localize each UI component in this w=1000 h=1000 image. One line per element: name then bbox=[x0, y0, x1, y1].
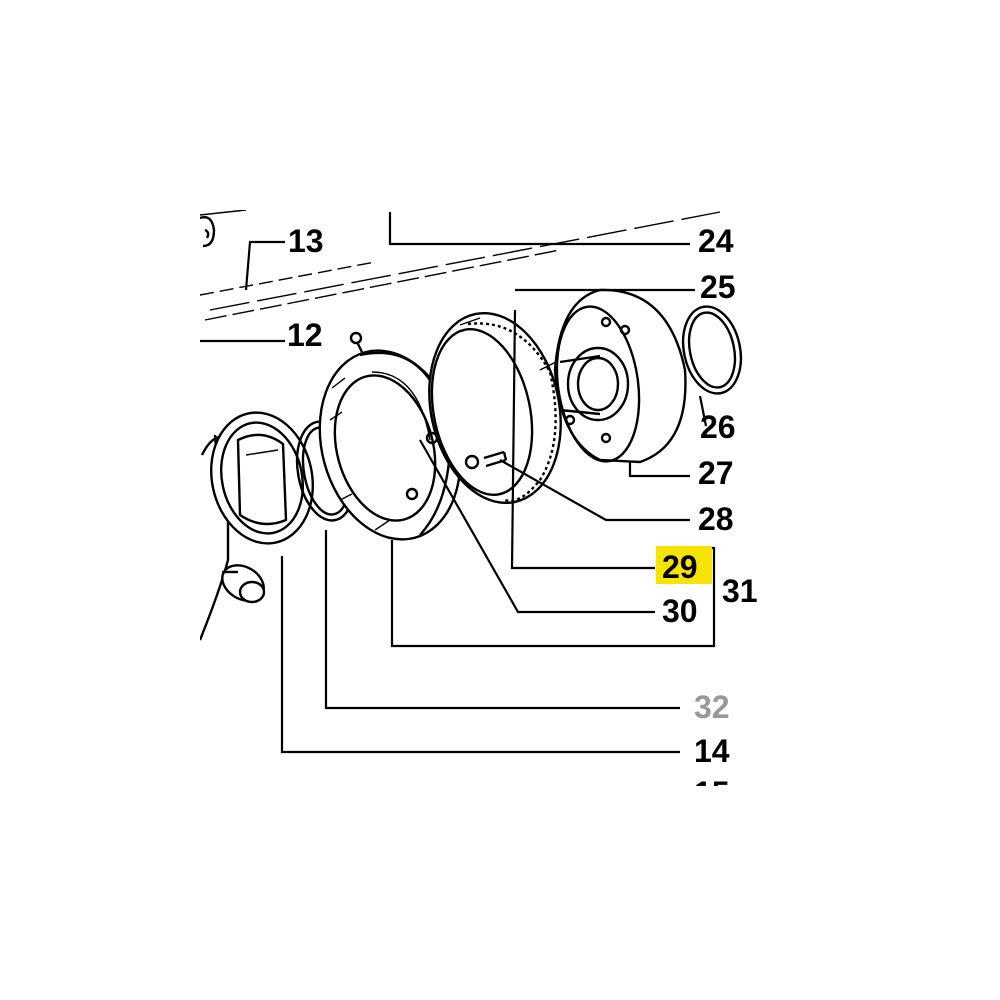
highlight-box bbox=[656, 546, 712, 584]
callout-14: 14 bbox=[694, 733, 730, 769]
callout-29: 29 bbox=[662, 549, 698, 585]
bolt bbox=[464, 450, 508, 470]
callout-26: 26 bbox=[700, 409, 736, 445]
brake-lining-ring bbox=[428, 311, 562, 505]
callout-30: 30 bbox=[662, 593, 698, 629]
callout-27: 27 bbox=[698, 455, 734, 491]
leader-lines bbox=[200, 212, 716, 754]
callout-31: 31 bbox=[722, 573, 758, 609]
callout-32: 32 bbox=[694, 689, 730, 725]
cover-ring bbox=[681, 305, 743, 395]
crop-mask-top bbox=[0, 0, 1000, 210]
seal-ring bbox=[210, 411, 314, 545]
housing-fragment bbox=[199, 209, 721, 321]
callout-13: 13 bbox=[288, 223, 324, 259]
callout-25: 25 bbox=[700, 269, 736, 305]
callout-28: 28 bbox=[698, 501, 734, 537]
drum-hub bbox=[553, 288, 687, 464]
callout-12: 12 bbox=[287, 317, 323, 353]
callout-24: 24 bbox=[698, 223, 734, 259]
